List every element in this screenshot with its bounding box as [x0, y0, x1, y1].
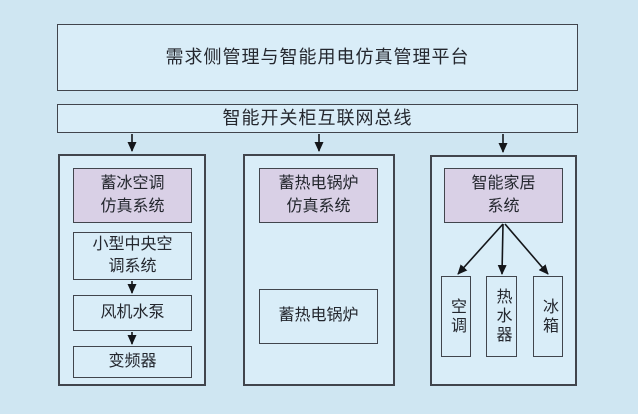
heat-storage-boiler-header-label: 蓄热电锅炉 仿真系统: [278, 175, 359, 215]
heat-storage-boiler-box: 蓄热电锅炉: [259, 289, 378, 344]
fridge-label: 冰箱: [540, 297, 557, 336]
bus-box: 智能开关柜互联网总线: [57, 104, 578, 133]
inverter-label: 变频器: [108, 352, 157, 370]
fridge-box: 冰箱: [533, 276, 563, 357]
small-central-ac-label: 小型中央空 调系统: [92, 235, 173, 275]
bus-label: 智能开关柜互联网总线: [222, 107, 413, 128]
fan-water-pump-label: 风机水泵: [100, 303, 165, 321]
ice-storage-ac-header: 蓄冰空调 仿真系统: [73, 168, 192, 223]
water-heater-label: 热水器: [493, 288, 511, 345]
air-conditioner-label: 空调: [448, 297, 465, 336]
smart-home-header: 智能家居 系统: [444, 168, 563, 223]
heat-storage-boiler-header: 蓄热电锅炉 仿真系统: [259, 168, 378, 223]
small-central-ac-box: 小型中央空 调系统: [73, 232, 192, 280]
fan-water-pump-box: 风机水泵: [73, 295, 192, 331]
air-conditioner-box: 空调: [441, 276, 471, 357]
smart-home-header-label: 智能家居 系统: [471, 175, 536, 215]
water-heater-box: 热水器: [486, 276, 517, 357]
heat-storage-boiler-label: 蓄热电锅炉: [278, 307, 359, 325]
platform-box: 需求侧管理与智能用电仿真管理平台: [57, 24, 578, 91]
ice-storage-ac-header-label: 蓄冰空调 仿真系统: [100, 175, 165, 215]
inverter-box: 变频器: [73, 346, 192, 378]
platform-label: 需求侧管理与智能用电仿真管理平台: [165, 46, 470, 67]
